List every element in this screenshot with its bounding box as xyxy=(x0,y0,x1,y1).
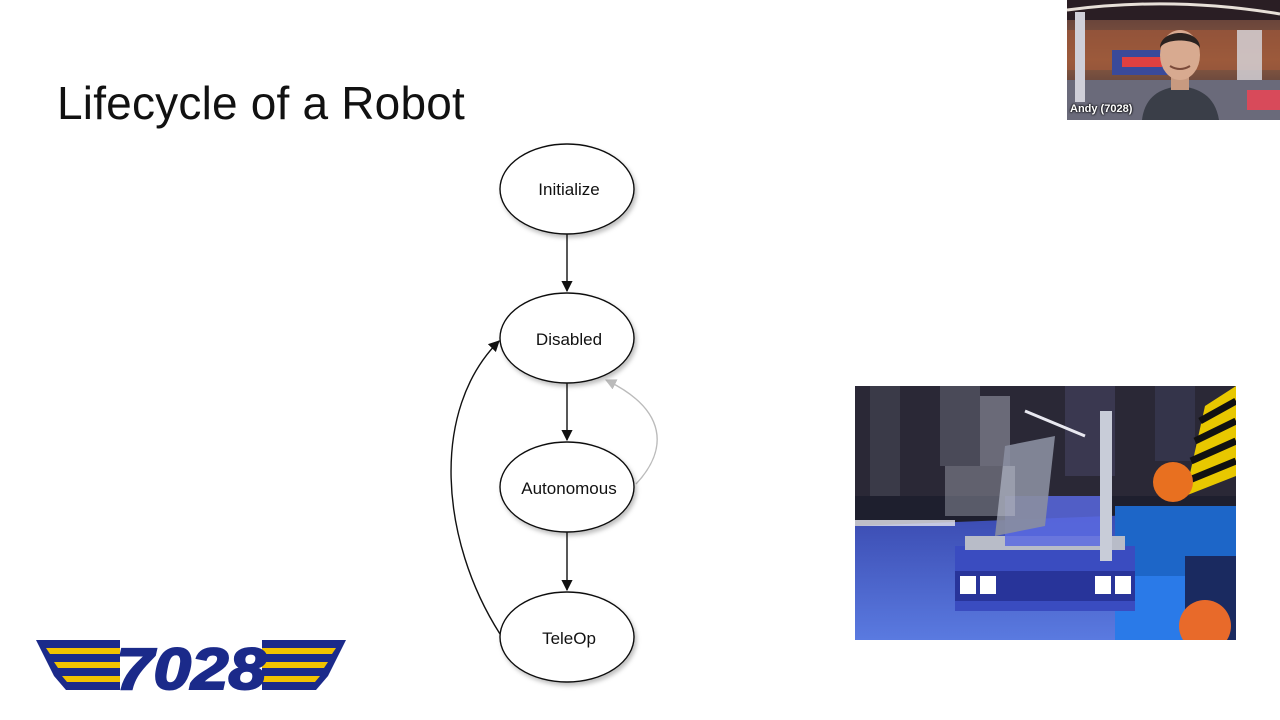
team-7028-logo: 7028 xyxy=(36,636,346,694)
node-autonomous-label: Autonomous xyxy=(521,479,616,498)
edge-autonomous-to-disabled xyxy=(604,379,658,485)
edge-teleop-to-disabled xyxy=(450,340,501,635)
webcam-scene-image xyxy=(1067,0,1280,120)
node-initialize: Initialize xyxy=(499,143,635,235)
node-initialize-label: Initialize xyxy=(538,180,599,199)
robot-photo xyxy=(855,386,1236,640)
node-disabled-label: Disabled xyxy=(536,330,602,349)
participant-name-label: Andy (7028) xyxy=(1070,103,1133,115)
robot-photo-image xyxy=(855,386,1236,640)
slide-title: Lifecycle of a Robot xyxy=(57,77,466,129)
webcam-video[interactable]: Andy (7028) xyxy=(1067,0,1280,120)
node-autonomous: Autonomous xyxy=(499,441,635,533)
node-teleop-label: TeleOp xyxy=(542,629,596,648)
node-disabled: Disabled xyxy=(499,292,635,384)
team-number: 7028 xyxy=(116,637,267,694)
node-teleop: TeleOp xyxy=(499,591,635,683)
